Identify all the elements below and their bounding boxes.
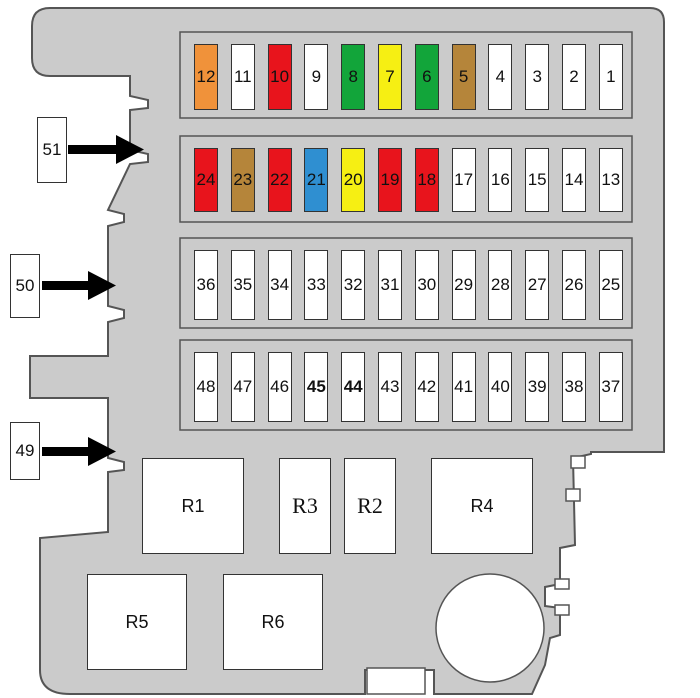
fuse-34[interactable]: 34 — [267, 250, 292, 320]
fuse-19[interactable]: 19 — [378, 148, 402, 212]
fuse-24[interactable]: 24 — [194, 148, 218, 212]
fuse-47[interactable]: 47 — [230, 352, 255, 422]
relay-r4[interactable]: R4 — [431, 458, 533, 554]
fuse-6[interactable]: 6 — [414, 44, 439, 110]
relay-r3[interactable]: R3 — [279, 458, 331, 554]
fuse-21[interactable]: 21 — [304, 148, 329, 212]
fuse-13[interactable]: 13 — [598, 148, 623, 212]
relay-r5[interactable]: R5 — [87, 574, 187, 670]
fuse-15[interactable]: 15 — [525, 148, 550, 212]
fuse-7[interactable]: 7 — [378, 44, 402, 110]
fuse-5[interactable]: 5 — [451, 44, 476, 110]
fuse-35[interactable]: 35 — [230, 250, 255, 320]
fuse-20[interactable]: 20 — [341, 148, 366, 212]
fuse-17[interactable]: 17 — [451, 148, 476, 212]
fuse-row-tray — [179, 31, 633, 119]
fuse-4[interactable]: 4 — [488, 44, 513, 110]
fuse-row-tray — [179, 237, 633, 329]
fuse-18[interactable]: 18 — [414, 148, 439, 212]
edge-notch — [565, 488, 581, 502]
fuse-46[interactable]: 46 — [267, 352, 292, 422]
relay-r6[interactable]: R6 — [223, 574, 323, 670]
fuse-39[interactable]: 39 — [525, 352, 550, 422]
bottom-tab — [366, 667, 426, 695]
fuse-29[interactable]: 29 — [451, 250, 476, 320]
fuse-45[interactable]: 45 — [304, 352, 329, 422]
fuse-10[interactable]: 10 — [267, 44, 292, 110]
edge-notch — [570, 455, 586, 469]
fuse-27[interactable]: 27 — [525, 250, 550, 320]
side-fuse-50[interactable]: 50 — [10, 254, 40, 318]
fuse-44[interactable]: 44 — [341, 352, 366, 422]
fuse-25[interactable]: 25 — [598, 250, 623, 320]
side-fuse-51[interactable]: 51 — [37, 117, 67, 183]
fuse-40[interactable]: 40 — [488, 352, 513, 422]
fuse-22[interactable]: 22 — [267, 148, 292, 212]
fuse-11[interactable]: 11 — [230, 44, 255, 110]
fuse-31[interactable]: 31 — [378, 250, 402, 320]
arrow-icon — [42, 271, 116, 300]
fuse-43[interactable]: 43 — [378, 352, 402, 422]
fuse-9[interactable]: 9 — [304, 44, 329, 110]
fuse-12[interactable]: 12 — [194, 44, 218, 110]
fuse-2[interactable]: 2 — [562, 44, 586, 110]
edge-notch — [554, 604, 570, 616]
fuse-16[interactable]: 16 — [488, 148, 513, 212]
fuse-41[interactable]: 41 — [451, 352, 476, 422]
fuse-48[interactable]: 48 — [194, 352, 218, 422]
fuse-row-tray — [179, 339, 633, 431]
fuse-30[interactable]: 30 — [414, 250, 439, 320]
side-fuse-49[interactable]: 49 — [10, 422, 40, 480]
arrow-icon — [68, 135, 144, 164]
fuse-1[interactable]: 1 — [598, 44, 623, 110]
fuse-33[interactable]: 33 — [304, 250, 329, 320]
relay-r1[interactable]: R1 — [142, 458, 244, 554]
fuse-38[interactable]: 38 — [562, 352, 586, 422]
fuse-37[interactable]: 37 — [598, 352, 623, 422]
fuse-row-tray — [179, 135, 633, 223]
edge-notch — [554, 578, 570, 590]
fuse-8[interactable]: 8 — [341, 44, 366, 110]
round-socket — [435, 573, 545, 683]
fuse-14[interactable]: 14 — [562, 148, 586, 212]
arrow-icon — [42, 437, 116, 466]
relay-r2[interactable]: R2 — [344, 458, 396, 554]
fuse-26[interactable]: 26 — [562, 250, 586, 320]
fuse-42[interactable]: 42 — [414, 352, 439, 422]
fuse-36[interactable]: 36 — [194, 250, 218, 320]
fuse-3[interactable]: 3 — [525, 44, 550, 110]
fuse-32[interactable]: 32 — [341, 250, 366, 320]
fuse-28[interactable]: 28 — [488, 250, 513, 320]
fuse-23[interactable]: 23 — [230, 148, 255, 212]
